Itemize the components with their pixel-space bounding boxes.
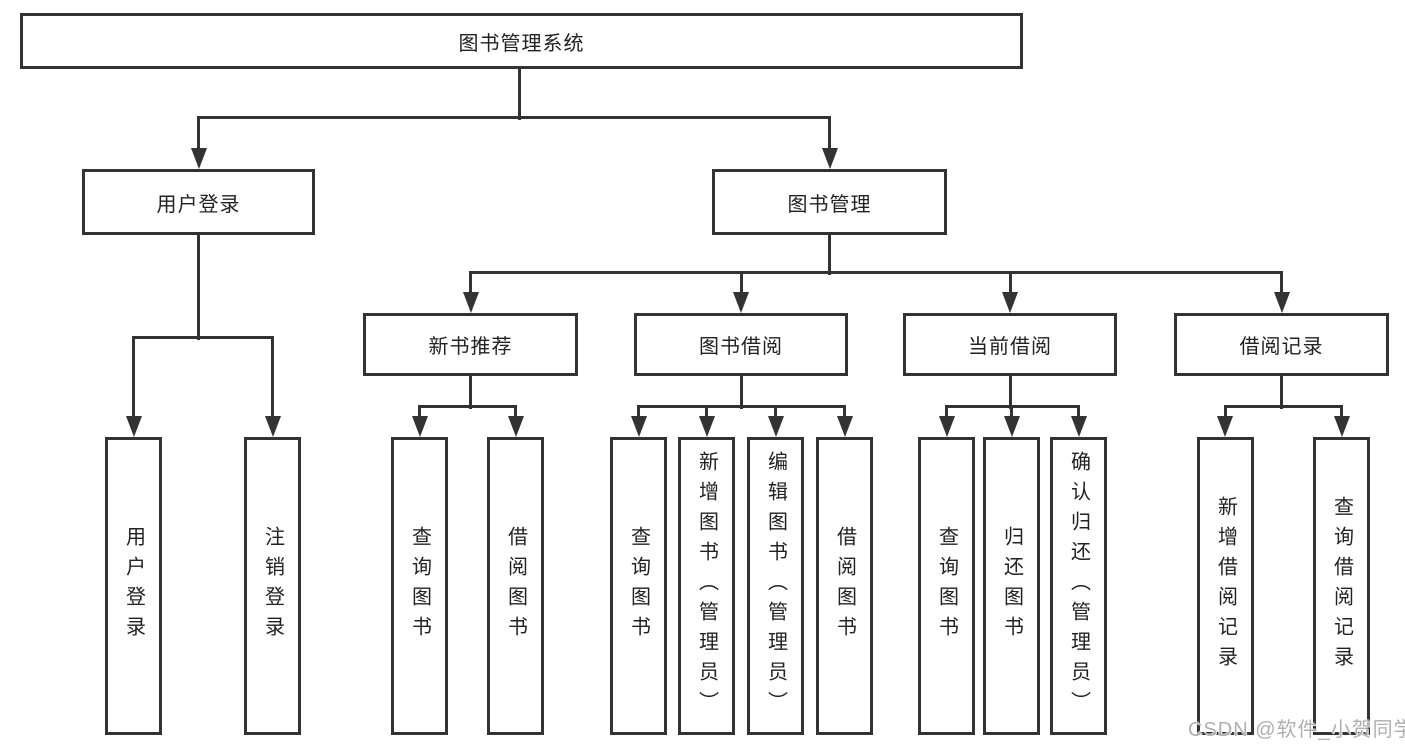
leaf-query-books-recommend: 查询图书 (391, 437, 448, 735)
node-root: 图书管理系统 (20, 13, 1023, 69)
connector-line (197, 117, 200, 152)
arrowhead-icon (507, 416, 524, 437)
connector-line (469, 272, 472, 297)
leaf-add-books-admin-label: 新增图书（管理员） (695, 451, 718, 721)
leaf-logout: 注销登录 (244, 437, 301, 735)
arrowhead-icon (733, 292, 749, 313)
connector-line (1340, 406, 1343, 421)
leaf-logout-label: 注销登录 (261, 526, 284, 646)
connector-line (518, 69, 521, 120)
arrowhead-icon (411, 416, 428, 437)
arrowhead-icon (264, 416, 281, 437)
leaf-query-books-borrow-label: 查询图书 (627, 526, 650, 646)
arrowhead-icon (1273, 292, 1290, 313)
connector-line (469, 375, 472, 409)
arrowhead-icon (1070, 416, 1087, 437)
arrowhead-icon (462, 292, 479, 313)
connector-line (739, 375, 743, 409)
leaf-edit-books-admin: 编辑图书（管理员） (747, 437, 804, 735)
node-current-borrow-label: 当前借阅 (968, 336, 1052, 358)
connector-line (739, 272, 743, 297)
node-user-login: 用户登录 (82, 169, 315, 235)
watermark-text: CSDN @软件_小贺同学 (1188, 719, 1405, 741)
node-user-login-label: 用户登录 (156, 193, 241, 216)
leaf-add-books-admin: 新增图书（管理员） (678, 437, 735, 735)
node-borrow-record-label: 借阅记录 (1239, 336, 1324, 358)
arrowhead-icon (1002, 292, 1018, 313)
leaf-return-books: 归还图书 (983, 437, 1040, 735)
connector-line (1008, 375, 1012, 409)
leaf-query-books-current-label: 查询图书 (935, 526, 958, 646)
leaf-user-login: 用户登录 (105, 437, 162, 735)
connector-line (271, 337, 274, 421)
arrowhead-icon (1003, 416, 1020, 437)
connector-line (1010, 406, 1013, 421)
arrowhead-icon (821, 148, 838, 169)
arrowhead-icon (125, 416, 142, 437)
arrowhead-icon (1333, 416, 1350, 437)
arrowhead-icon (698, 416, 715, 437)
node-new-book-recommend: 新书推荐 (363, 313, 578, 376)
connector-line (843, 406, 846, 421)
connector-line (945, 404, 1080, 408)
arrowhead-icon (767, 416, 784, 437)
leaf-borrow-books: 借阅图书 (816, 437, 873, 735)
leaf-borrow-books-label: 借阅图书 (833, 526, 856, 646)
node-book-borrow-label: 图书借阅 (699, 336, 783, 358)
connector-line (1223, 404, 1343, 408)
leaf-query-borrow-record: 查询借阅记录 (1313, 437, 1370, 735)
node-book-borrow: 图书借阅 (634, 313, 848, 376)
node-new-book-recommend-label: 新书推荐 (428, 336, 513, 358)
leaf-add-borrow-record-label: 新增借阅记录 (1214, 496, 1237, 676)
connector-line (945, 406, 948, 421)
leaf-confirm-return-admin: 确认归还（管理员） (1050, 437, 1107, 735)
node-borrow-record: 借阅记录 (1174, 313, 1389, 376)
connector-line (705, 406, 708, 421)
leaf-return-books-label: 归还图书 (1000, 526, 1023, 646)
connector-line (514, 406, 517, 421)
connector-line (1280, 375, 1283, 409)
connector-line (197, 115, 831, 119)
connector-line (828, 234, 831, 275)
node-book-management-label: 图书管理 (787, 193, 872, 216)
connector-line (637, 404, 846, 408)
leaf-borrow-books-recommend: 借阅图书 (487, 437, 544, 735)
leaf-edit-books-admin-label: 编辑图书（管理员） (764, 451, 787, 721)
node-current-borrow: 当前借阅 (903, 313, 1117, 376)
leaf-borrow-books-recommend-label: 借阅图书 (504, 526, 527, 646)
connector-line (418, 406, 421, 421)
connector-line (1077, 406, 1080, 421)
leaf-query-books-current: 查询图书 (918, 437, 975, 735)
leaf-confirm-return-admin-label: 确认归还（管理员） (1067, 451, 1090, 721)
arrowhead-icon (1217, 416, 1233, 437)
connector-line (418, 404, 517, 408)
node-book-management: 图书管理 (712, 169, 947, 235)
connector-line (132, 337, 135, 421)
leaf-add-borrow-record: 新增借阅记录 (1197, 437, 1254, 735)
arrowhead-icon (836, 416, 853, 437)
node-root-label: 图书管理系统 (458, 32, 585, 55)
leaf-query-borrow-record-label: 查询借阅记录 (1330, 496, 1353, 676)
connector-line (1280, 272, 1283, 297)
arrowhead-icon (190, 148, 207, 169)
connector-line (1223, 406, 1227, 421)
connector-line (1008, 272, 1012, 297)
connector-line (132, 335, 274, 339)
connector-line (774, 406, 777, 421)
arrowhead-icon (938, 416, 955, 437)
leaf-query-books-borrow: 查询图书 (610, 437, 667, 735)
connector-line (637, 406, 640, 421)
connector-line (469, 270, 1283, 274)
connector-line (828, 117, 831, 152)
leaf-user-login-label: 用户登录 (122, 526, 145, 646)
leaf-query-books-recommend-label: 查询图书 (408, 526, 431, 646)
arrowhead-icon (630, 416, 647, 437)
connector-line (197, 234, 200, 340)
